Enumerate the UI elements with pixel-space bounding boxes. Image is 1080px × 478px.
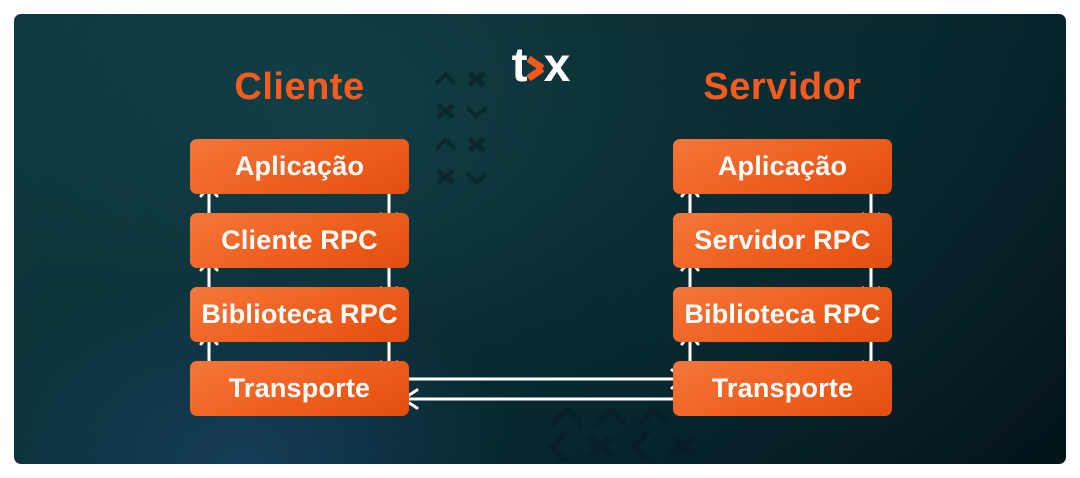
client-column: Cliente Aplicação Cliente RPC Biblioteca… [190, 14, 409, 464]
server-column: Servidor Aplicação Servidor RPC Bibliote… [673, 14, 892, 464]
brand-logo: t x [14, 39, 1066, 92]
client-title: Cliente [234, 66, 365, 108]
client-layer-biblioteca-rpc: Biblioteca RPC [190, 287, 409, 342]
server-layer-aplicacao: Aplicação [673, 139, 892, 194]
background-pattern-bottom [548, 406, 698, 462]
server-layer-transporte: Transporte [673, 361, 892, 416]
server-title: Servidor [703, 66, 862, 108]
logo-letter-t: t [511, 39, 528, 92]
logo-letter-x: x [543, 39, 571, 92]
client-layer-aplicacao: Aplicação [190, 139, 409, 194]
server-layer-biblioteca-rpc: Biblioteca RPC [673, 287, 892, 342]
background-pattern [436, 71, 487, 186]
logo-chevron-icon [527, 57, 544, 81]
server-layer-servidor-rpc: Servidor RPC [673, 213, 892, 268]
client-layer-cliente-rpc: Cliente RPC [190, 213, 409, 268]
client-layer-transporte: Transporte [190, 361, 409, 416]
transport-arrow-right-icon [400, 368, 688, 390]
diagram-canvas: t x Cliente Aplicação Cliente RPC Biblio… [14, 14, 1066, 464]
